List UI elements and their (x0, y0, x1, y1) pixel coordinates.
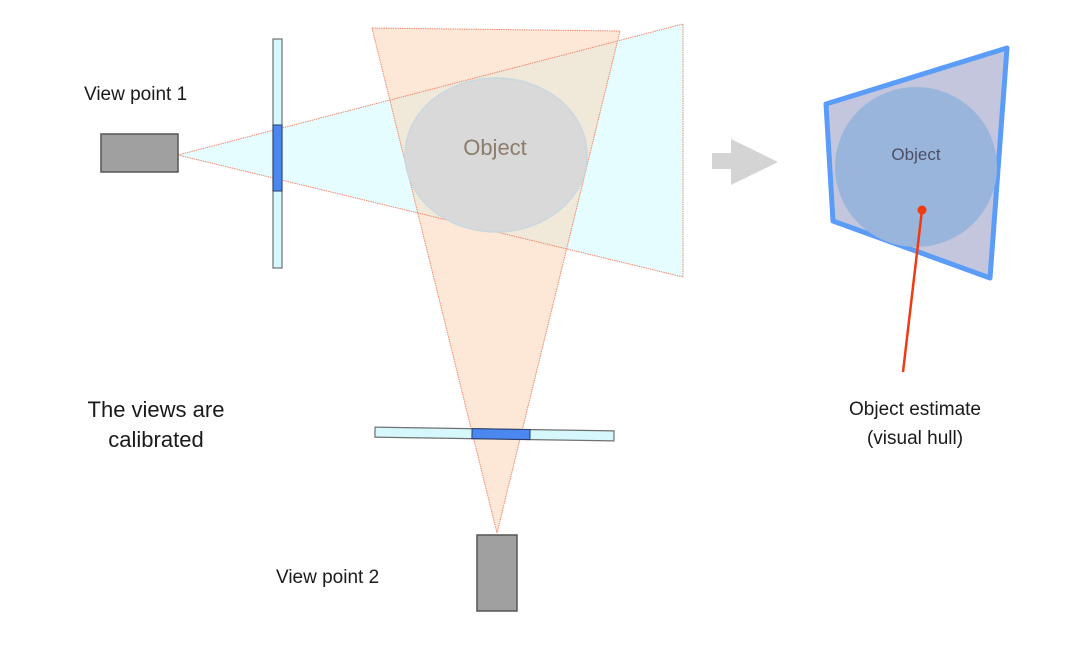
right-arrow-icon (712, 139, 778, 185)
estimated-object (835, 87, 997, 247)
view-cone-1-outline (177, 23, 684, 278)
calibration-note: The views are calibrated (56, 395, 256, 455)
pointer-line (901, 209, 924, 373)
object-estimate-line-1: Object estimate (849, 399, 981, 420)
silhouette-1 (272, 124, 283, 192)
pointer-dot (917, 205, 927, 215)
silhouette-2 (471, 428, 531, 441)
view-point-1-label: View point 1 (84, 84, 188, 105)
camera-2 (476, 534, 518, 612)
object-estimate-caption: Object estimate (visual hull) (800, 395, 1030, 453)
object-label: Object (463, 135, 527, 160)
hull-object-label: Object (891, 145, 941, 164)
object-ellipse (404, 77, 588, 233)
calibration-note-line-2: calibrated (108, 427, 204, 452)
calibration-note-line-1: The views are (87, 397, 225, 422)
camera-1 (100, 133, 179, 173)
view-cone-2-outline (371, 27, 621, 534)
view-point-2-label: View point 2 (276, 567, 380, 588)
object-estimate-line-2: (visual hull) (866, 428, 964, 449)
